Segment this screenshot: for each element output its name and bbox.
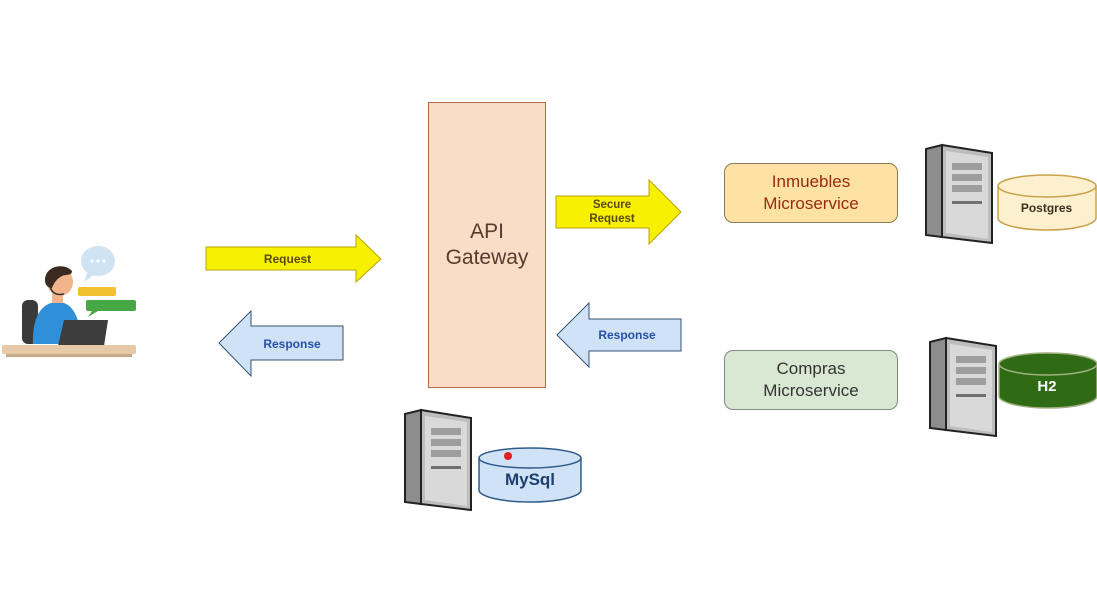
server-tower-icon: [929, 336, 997, 438]
response-arrow-client: [218, 310, 344, 378]
api-gateway-box: API Gateway: [428, 102, 546, 388]
postgres-database-icon: [997, 174, 1097, 231]
inmuebles-microservice-box: Inmuebles Microservice: [724, 163, 898, 223]
mysql-database-icon: [478, 447, 582, 503]
api-gateway-label: API Gateway: [445, 219, 529, 269]
postgres-label: Postgres: [1020, 201, 1073, 215]
server-tower-icon: [404, 408, 472, 512]
request-label: Request: [263, 252, 312, 266]
compras-microservice-box: Compras Microservice: [724, 350, 898, 410]
h2-label: H2: [1037, 377, 1057, 395]
secure-request-label: Secure Request: [589, 198, 635, 225]
response-arrow-gateway: [556, 302, 682, 368]
user-at-laptop-icon: [2, 246, 136, 357]
mysql-label: MySql: [504, 470, 556, 489]
server-tower-icon: [925, 143, 993, 245]
secure-request-arrow: [555, 179, 682, 245]
h2-database-icon: [998, 352, 1097, 409]
request-arrow: [205, 234, 382, 284]
response-gateway-label: Response: [598, 328, 656, 342]
response-client-label: Response: [263, 337, 321, 351]
red-dot-icon: [504, 452, 512, 460]
